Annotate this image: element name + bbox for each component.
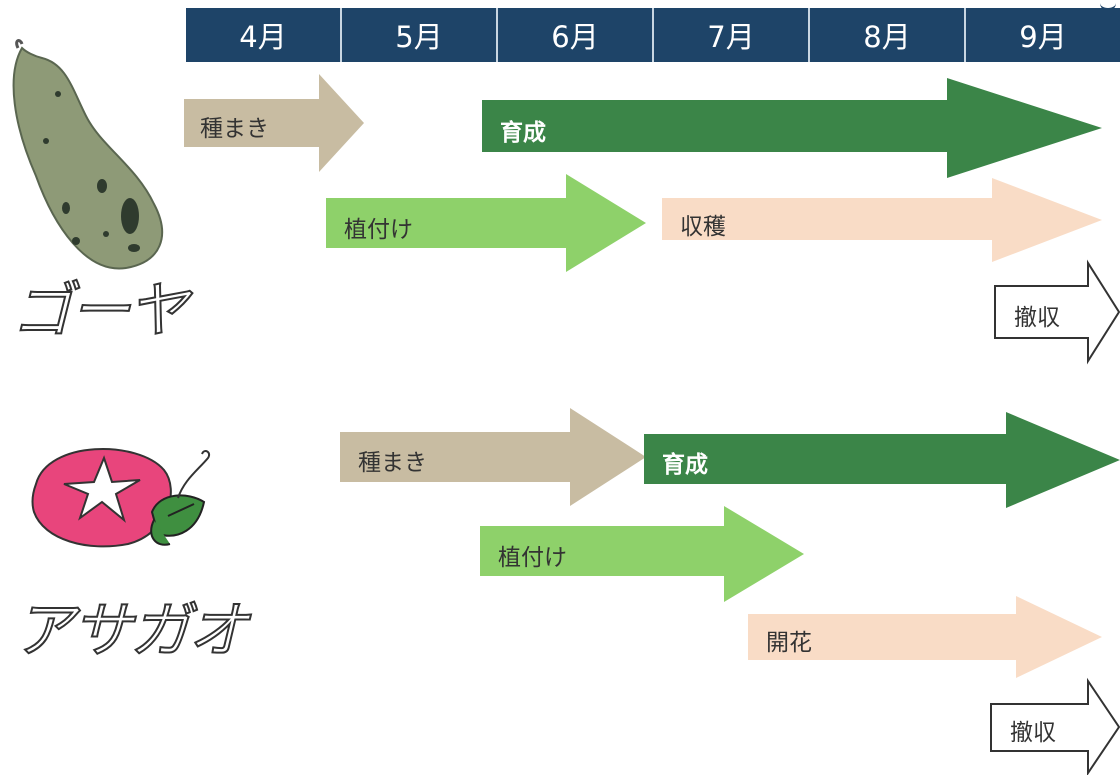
morning-glory-icon <box>28 440 218 560</box>
goya-removal-label: 撤収 <box>1014 305 1060 331</box>
month-june: 6月 <box>496 8 652 62</box>
month-april: 4月 <box>239 20 287 54</box>
morning-glory-name: アサガオ <box>13 595 249 667</box>
morning-glory-removal-label: 撤収 <box>1010 720 1056 746</box>
month-august: 8月 <box>808 8 964 62</box>
goya-sowing-arrow: 種まき <box>184 74 364 172</box>
month-september: 9月 <box>964 8 1120 62</box>
goya-planting-label: 植付け <box>344 217 413 243</box>
goya-growing-arrow: 育成 <box>482 78 1102 178</box>
goya-harvest-label: 収穫 <box>680 214 726 240</box>
goya-removal-arrow: 撤収 <box>994 259 1120 365</box>
morning-glory-flowering-arrow: 開花 <box>748 596 1102 678</box>
morning-glory-removal-arrow: 撤収 <box>990 677 1120 775</box>
month-header: 4月 5月 6月 7月 8月 9月 <box>186 8 1120 62</box>
morning-glory-growing-arrow: 育成 <box>644 412 1120 508</box>
morning-glory-growing-label: 育成 <box>662 452 708 478</box>
goya-planting-arrow: 植付け <box>326 174 646 272</box>
goya-name: ゴーヤ <box>11 275 189 347</box>
goya-icon <box>6 36 176 276</box>
morning-glory-planting-label: 植付け <box>498 545 567 571</box>
morning-glory-sowing-label: 種まき <box>358 450 427 476</box>
morning-glory-flowering-label: 開花 <box>766 630 812 656</box>
month-july: 7月 <box>652 8 808 62</box>
morning-glory-planting-arrow: 植付け <box>480 506 804 602</box>
morning-glory-sowing-arrow: 種まき <box>340 408 646 506</box>
corner-mark <box>1100 0 1116 11</box>
month-may: 5月 <box>340 8 496 62</box>
goya-sowing-label: 種まき <box>200 116 269 142</box>
goya-harvest-arrow: 収穫 <box>662 178 1102 262</box>
goya-growing-label: 育成 <box>500 120 546 146</box>
